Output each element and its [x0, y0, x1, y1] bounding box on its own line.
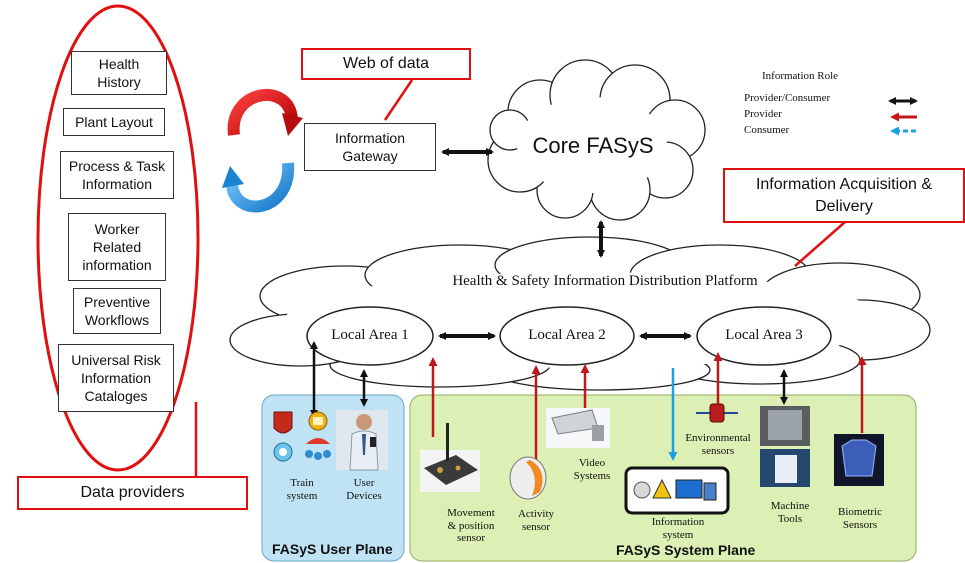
train-system-label: Train system [286, 477, 318, 502]
preventive-workflows-box: Preventive Workflows [73, 288, 161, 334]
environmental-sensor-photo [696, 403, 738, 423]
legend-consumer: Consumer [744, 124, 790, 136]
video-systems-label: Video Systems [573, 457, 611, 482]
user-plane-title: FASyS User Plane [272, 541, 393, 557]
core-fasys-label: Core FASyS [532, 133, 654, 158]
information-gateway-box: Information Gateway [304, 123, 436, 171]
local-area-3-label: Local Area 3 [725, 327, 803, 343]
worker-info-box: Worker Related information [68, 213, 166, 281]
core-fasys-cloud-fill [517, 97, 667, 193]
exchange-arrows-icon [222, 89, 303, 213]
local-area-1-ellipse [306, 306, 434, 366]
legend-provider-consumer: Provider/Consumer [744, 92, 831, 104]
machine-tools-photo [760, 406, 810, 487]
activity-sensor-label: Activity sensor [517, 508, 555, 533]
acquisition-callout: Information Acquisition & Delivery [723, 168, 965, 223]
movement-sensor-photo [420, 423, 480, 492]
train-system-icons [273, 411, 331, 462]
movement-sensor-label: Movement & position sensor [447, 507, 495, 545]
legend-provider: Provider [744, 108, 782, 120]
video-camera-photo [546, 408, 610, 448]
universal-risk-box: Universal Risk Information Cataloges [58, 344, 174, 412]
local-area-1-label: Local Area 1 [331, 327, 409, 343]
acquisition-pointer [794, 221, 846, 267]
health-history-box: Health History [71, 51, 167, 95]
plant-layout-box: Plant Layout [63, 108, 165, 136]
environmental-sensors-label: Environmental sensors [685, 432, 751, 457]
user-devices-label: User Devices [346, 477, 382, 502]
local-area-2-label: Local Area 2 [528, 327, 606, 343]
local-area-2-ellipse [499, 306, 635, 366]
information-system-group [624, 466, 730, 515]
process-task-box: Process & Task Information [60, 151, 174, 199]
system-plane-title: FASyS System Plane [616, 542, 756, 558]
user-devices-photo [336, 410, 388, 471]
web-of-data-callout: Web of data [301, 48, 471, 80]
legend-title: Information Role [762, 70, 839, 82]
data-providers-callout: Data providers [17, 476, 248, 510]
platform-label: Health & Safety Information Distribution… [452, 273, 758, 289]
data-providers-ellipse [36, 4, 200, 472]
activity-sensor-photo [509, 456, 547, 500]
web-of-data-pointer [383, 79, 414, 121]
local-area-3-ellipse [696, 306, 832, 366]
biometric-sensors-photo [834, 434, 884, 486]
machine-tools-label: Machine Tools [770, 500, 810, 525]
information-system-label: Information system [651, 516, 705, 541]
biometric-sensors-label: Biometric Sensors [838, 506, 882, 531]
